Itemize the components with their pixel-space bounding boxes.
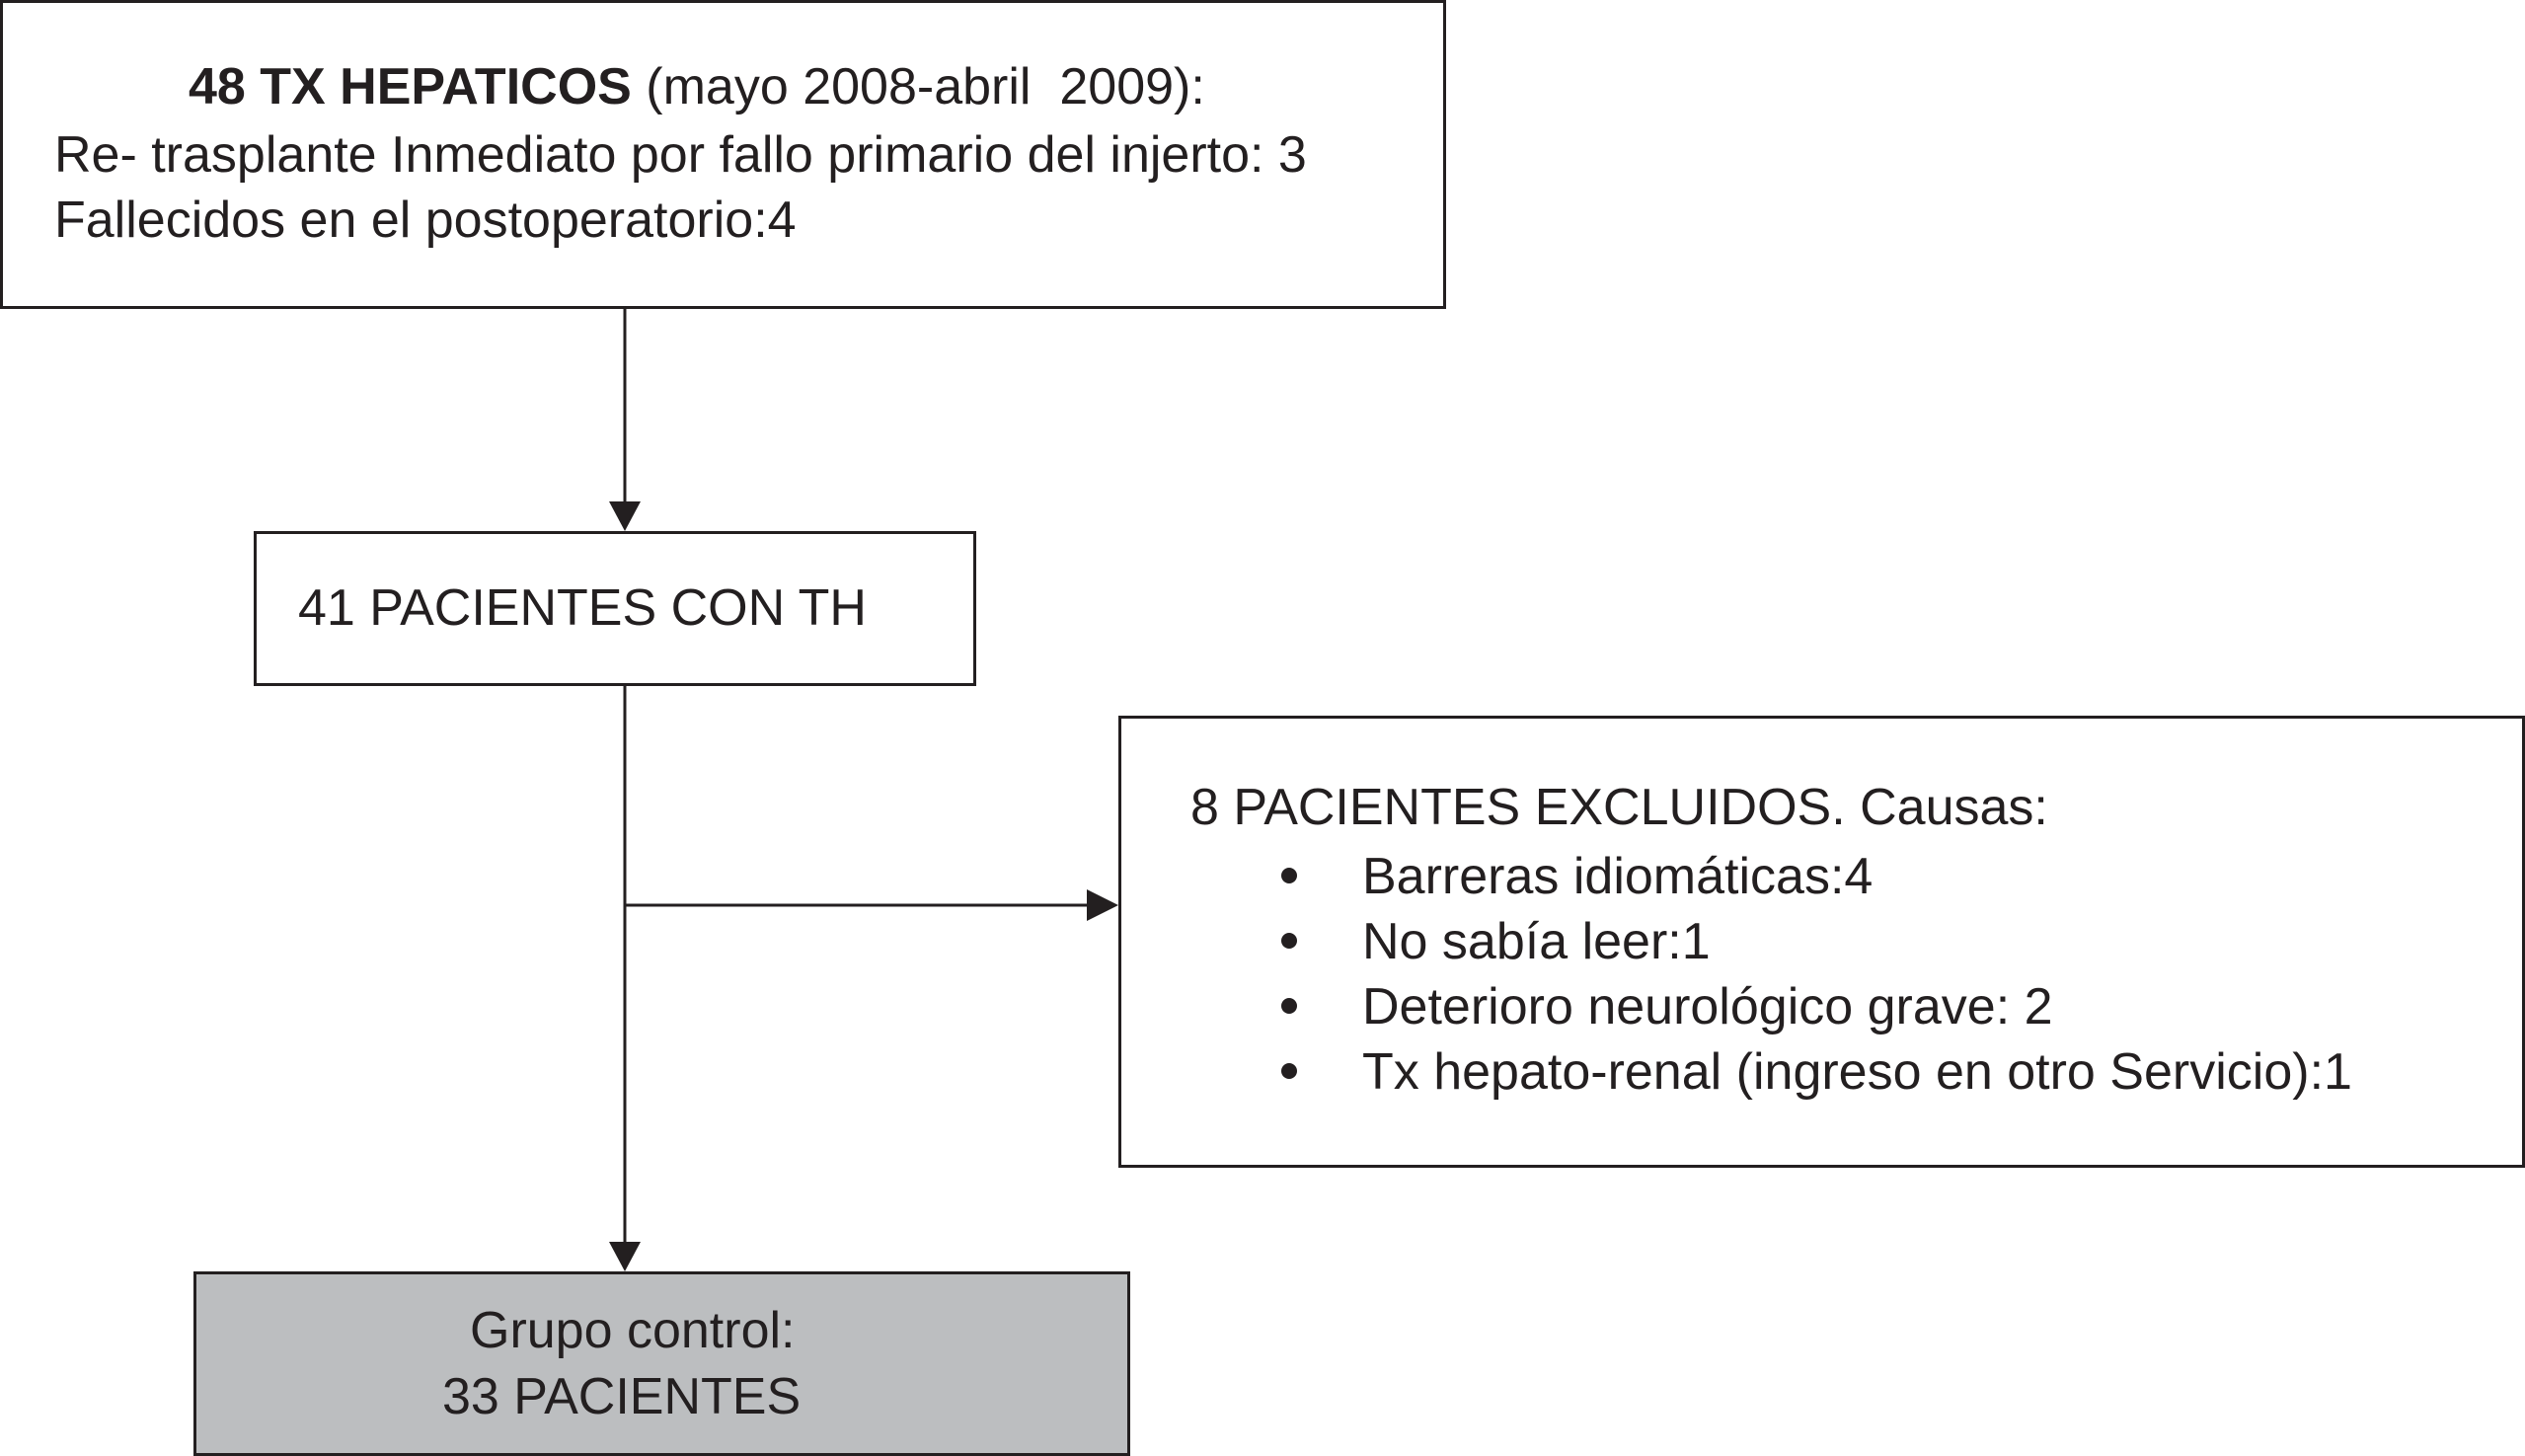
- excluded-item: Tx hepato-renal (ingreso en otro Servici…: [1362, 1043, 2352, 1101]
- bullet-icon: [1281, 998, 1297, 1014]
- excluded-patients-box: [1118, 716, 2525, 1168]
- total-transplants-box: [0, 0, 1446, 309]
- bullet-icon: [1281, 933, 1297, 949]
- control-group-label: Grupo control:: [470, 1302, 796, 1359]
- arrow-top-to-middle-head: [609, 501, 641, 531]
- bullet-icon: [1281, 1063, 1297, 1079]
- excluded-heading: 8 PACIENTES EXCLUIDOS. Causas:: [1190, 779, 2048, 836]
- patients-with-th-label: 41 PACIENTES CON TH: [298, 579, 867, 637]
- total-transplants-title-bold: 48 TX HEPATICOS: [189, 58, 632, 115]
- control-group-count: 33 PACIENTES: [442, 1368, 802, 1425]
- excluded-item: Barreras idiomáticas:4: [1362, 848, 1874, 905]
- arrow-branch-to-excluded-head: [1087, 889, 1118, 921]
- excluded-item: No sabía leer:1: [1362, 913, 1711, 970]
- arrow-middle-to-control-head: [609, 1242, 641, 1271]
- bullet-icon: [1281, 868, 1297, 883]
- postoperative-deaths-line: Fallecidos en el postoperatorio:4: [54, 192, 797, 249]
- retransplant-line: Re- trasplante Inmediato por fallo prima…: [54, 126, 1307, 184]
- total-transplants-title-dates: (mayo 2008-abril 2009):: [631, 58, 1205, 115]
- total-transplants-title: 48 TX HEPATICOS (mayo 2008-abril 2009):: [189, 61, 1205, 113]
- excluded-item: Deterioro neurológico grave: 2: [1362, 978, 2053, 1035]
- control-group-box: [193, 1271, 1130, 1456]
- patients-with-th-box: [254, 531, 976, 686]
